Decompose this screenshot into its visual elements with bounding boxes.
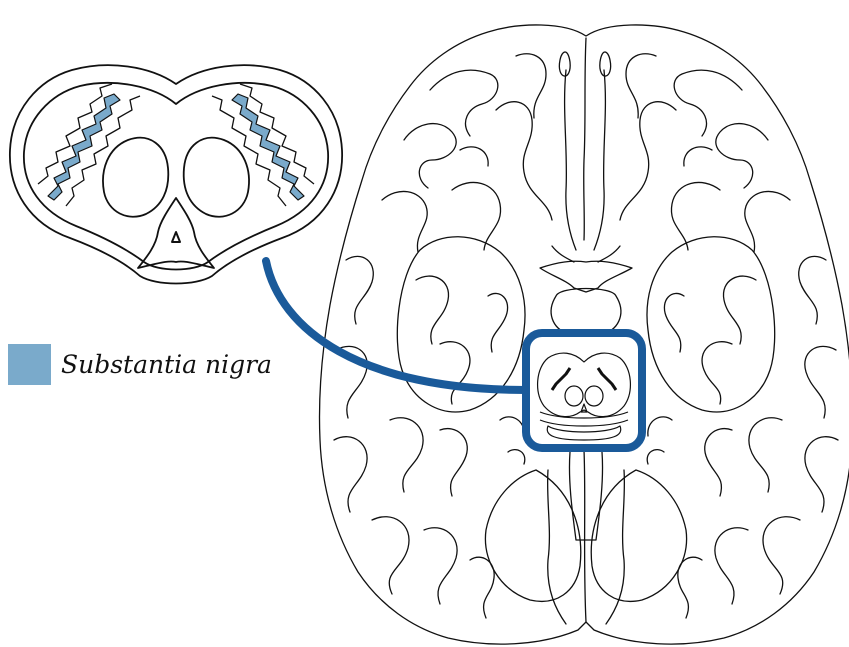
gyrus [460, 147, 488, 166]
gyrus [424, 528, 457, 604]
gyrus [763, 517, 800, 594]
gyrus [749, 418, 782, 492]
substantia-nigra-left-small [552, 368, 570, 390]
gyrus [516, 54, 546, 118]
gyrus [390, 418, 423, 492]
gyrus [705, 429, 732, 496]
midbrain-section-inset [10, 65, 342, 283]
legend-swatch [8, 344, 51, 385]
legend-label: Substantia nigra [61, 350, 272, 379]
gyrus [674, 70, 742, 136]
aqueduct-small [581, 404, 587, 412]
cerebral-peduncle-right-small [585, 386, 603, 406]
gyrus [440, 429, 467, 496]
substantia-nigra-right [232, 94, 304, 200]
cerebellum-right [591, 470, 686, 601]
cerebellar-base-small [547, 426, 621, 440]
gyrus [647, 450, 664, 464]
gyrus [684, 147, 712, 166]
nigra-boundary-left [38, 84, 112, 184]
gyrus [716, 124, 768, 188]
gyrus [334, 437, 367, 512]
olfactory-bulb-right [600, 52, 611, 76]
substantia-nigra-left [48, 94, 120, 200]
tegmentum-band [540, 420, 628, 426]
nigra-boundary-right [240, 84, 314, 184]
gyrus [470, 557, 494, 618]
gyrus [404, 124, 456, 188]
gyrus [702, 342, 732, 404]
gyrus [416, 276, 449, 344]
gyrus [346, 256, 373, 324]
gyrus [799, 256, 826, 324]
temporal-lobe-right [647, 237, 775, 412]
cerebellum-left [485, 470, 580, 601]
highlight-box [526, 333, 642, 448]
optic-nerve-left [552, 246, 574, 262]
olfactory-tract-left [565, 70, 576, 250]
substantia-nigra-right-small [598, 368, 616, 390]
gyrus [496, 102, 552, 220]
olfactory-tract-right [594, 70, 605, 250]
midbrain-outline-small [538, 353, 631, 417]
connector-line [266, 261, 526, 390]
gyrus [745, 191, 790, 252]
midbrain-section-small [538, 353, 631, 440]
olfactory-bulb-left [559, 52, 570, 76]
gyrus [805, 437, 838, 512]
optic-chiasm [540, 261, 632, 292]
gyrus [678, 557, 702, 618]
gyrus [430, 70, 498, 136]
inset-outer-outline [10, 65, 342, 283]
gyrus [723, 276, 756, 344]
gyrus [648, 417, 672, 436]
cerebral-peduncle-left [103, 138, 168, 217]
gyrus [715, 528, 748, 604]
gyrus [508, 450, 525, 464]
cerebral-peduncle-right [184, 138, 249, 217]
gyrus [382, 191, 427, 252]
cerebral-aqueduct [172, 232, 180, 242]
pons [551, 289, 621, 335]
optic-nerve-right [598, 246, 620, 262]
cerebral-peduncle-left-small [565, 386, 583, 406]
gyrus [440, 342, 470, 404]
medulla [569, 452, 602, 540]
longitudinal-fissure-front [584, 38, 586, 240]
gyrus [500, 417, 524, 436]
gyrus [664, 293, 684, 352]
longitudinal-fissure-back [584, 450, 586, 622]
gyrus [626, 54, 656, 118]
gyrus [620, 102, 676, 220]
gyrus [372, 517, 409, 594]
legend: Substantia nigra [8, 344, 272, 385]
gyrus [805, 346, 836, 418]
gyrus [488, 293, 508, 352]
